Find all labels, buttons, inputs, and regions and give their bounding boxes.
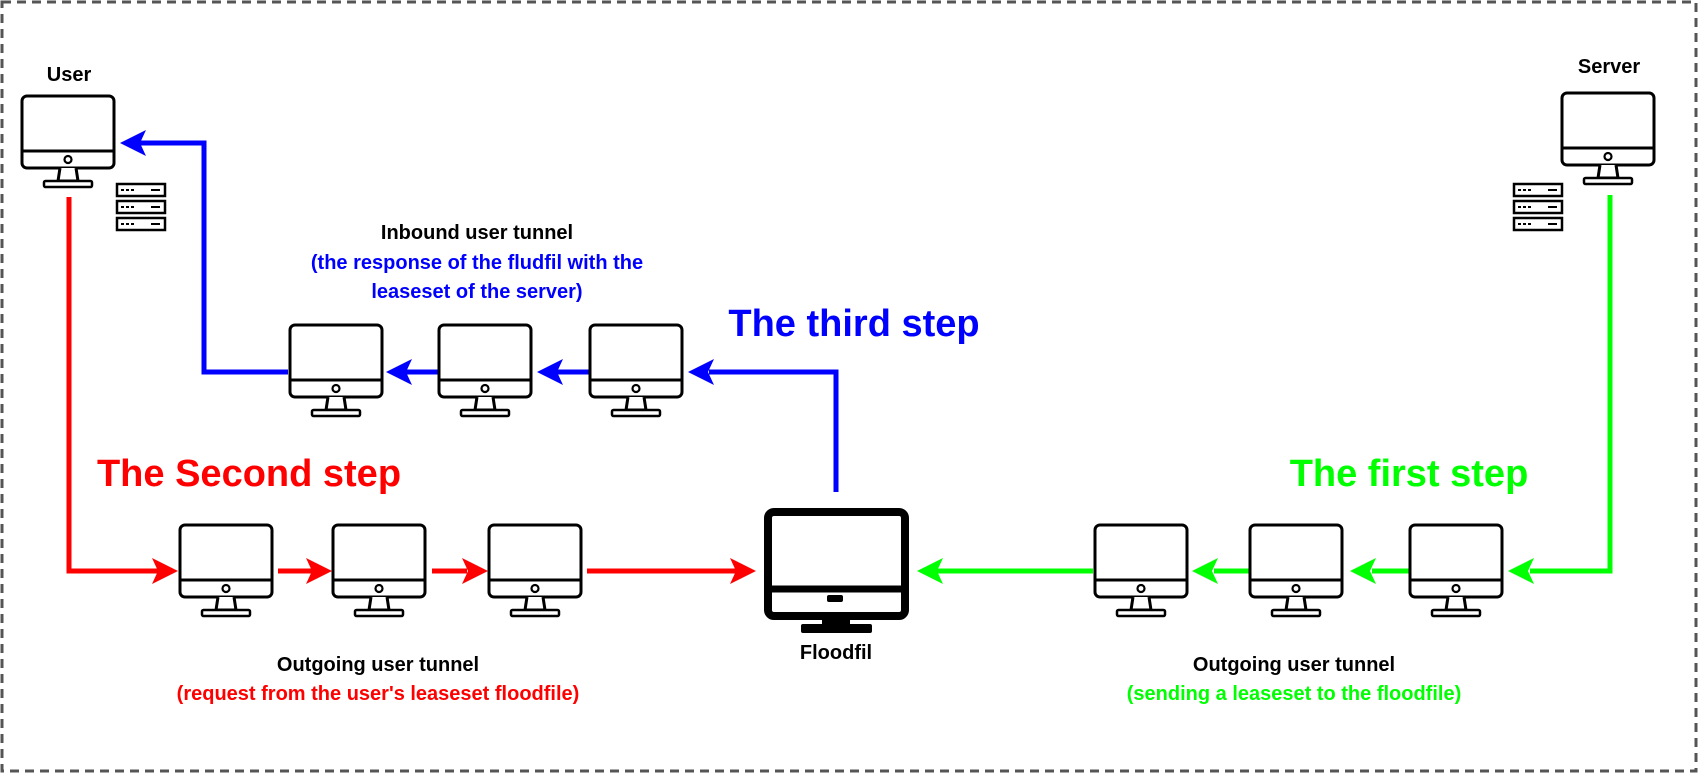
floodfill-label: Floodfil	[800, 642, 872, 664]
inbound-hop-2-monitor-icon	[437, 323, 533, 418]
outgoing-right-hop-2-monitor-icon	[1248, 523, 1344, 618]
red-arrowheads	[152, 558, 756, 584]
outgoing-right-subtitle: (sending a leaseset to the floodfile)	[1127, 683, 1462, 705]
blue-arrowheads	[120, 130, 714, 385]
red-tunnel-path	[66, 197, 742, 574]
server-computer-icon	[1560, 91, 1656, 186]
server-label: Server	[1578, 56, 1640, 78]
inbound-tunnel-subtitle-line1: (the response of the fludfil with the	[311, 252, 643, 274]
user-label: User	[47, 64, 92, 86]
server-stack-icon	[1512, 182, 1564, 232]
user-server-stack-icon	[115, 182, 167, 232]
outgoing-left-title: Outgoing user tunnel	[277, 654, 479, 676]
outgoing-right-title: Outgoing user tunnel	[1193, 654, 1395, 676]
outgoing-right-hop-1-monitor-icon	[1408, 523, 1504, 618]
inbound-hop-3-monitor-icon	[288, 323, 384, 418]
green-tunnel-path	[935, 195, 1613, 574]
outgoing-right-hop-3-monitor-icon	[1093, 523, 1189, 618]
outgoing-left-hop-2-monitor-icon	[331, 523, 427, 618]
outgoing-left-hop-3-monitor-icon	[487, 523, 583, 618]
inbound-tunnel-subtitle-line2: leaseset of the server)	[371, 281, 582, 303]
inbound-hop-1-monitor-icon	[588, 323, 684, 418]
floodfill-monitor-icon	[764, 508, 909, 633]
outgoing-left-subtitle: (request from the user's leaseset floodf…	[177, 683, 580, 705]
third-step-label: The third step	[728, 303, 979, 345]
blue-tunnel-path	[138, 140, 839, 492]
first-step-label: The first step	[1290, 453, 1529, 495]
inbound-tunnel-title: Inbound user tunnel	[381, 222, 573, 244]
outgoing-left-hop-1-monitor-icon	[178, 523, 274, 618]
second-step-label: The Second step	[97, 453, 401, 495]
user-computer-icon	[20, 94, 116, 189]
green-arrowheads	[917, 558, 1534, 584]
